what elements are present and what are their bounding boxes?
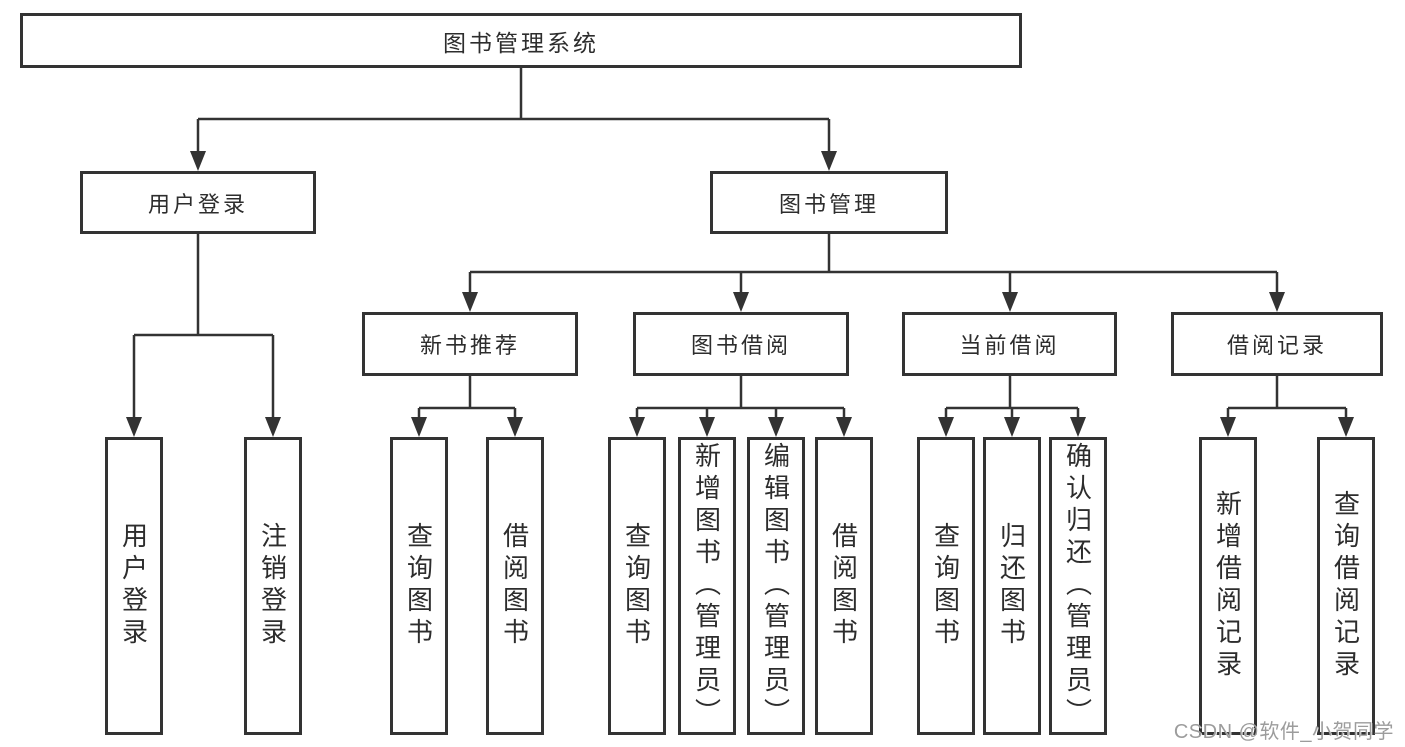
node-library-system: 图书管理系统 xyxy=(20,13,1022,68)
leaf-user-login: 用户登录 xyxy=(105,437,163,735)
leaf-query-books-2: 查询图书 xyxy=(608,437,666,735)
node-current-borrow: 当前借阅 xyxy=(902,312,1117,376)
leaf-add-borrow-record: 新增借阅记录 xyxy=(1199,437,1257,735)
leaf-confirm-return-admin: 确认归还（管理员） xyxy=(1049,437,1107,735)
leaf-add-book-admin: 新增图书（管理员） xyxy=(678,437,736,735)
leaf-return-book: 归还图书 xyxy=(983,437,1041,735)
leaf-query-books-label: 查询图书 xyxy=(403,522,434,650)
node-new-book-recommend: 新书推荐 xyxy=(362,312,578,376)
node-library-system-label: 图书管理系统 xyxy=(443,29,599,56)
leaf-edit-book-admin-label: 编辑图书（管理员） xyxy=(760,442,791,730)
leaf-query-borrow-record-label: 查询借阅记录 xyxy=(1330,490,1361,682)
leaf-query-borrow-record: 查询借阅记录 xyxy=(1317,437,1375,735)
leaf-query-books: 查询图书 xyxy=(390,437,448,735)
leaf-query-books-2-label: 查询图书 xyxy=(621,522,652,650)
arrowheads xyxy=(126,151,1354,437)
leaf-user-login-label: 用户登录 xyxy=(118,522,149,650)
csdn-watermark: CSDN @软件_小贺同学 xyxy=(1173,721,1394,743)
leaf-logout: 注销登录 xyxy=(244,437,302,735)
edge-bookmgmt-to-level3 xyxy=(468,234,1279,294)
leaf-edit-book-admin: 编辑图书（管理员） xyxy=(747,437,805,735)
node-current-borrow-label: 当前借阅 xyxy=(959,333,1060,358)
leaf-borrow-books-label: 借阅图书 xyxy=(499,522,530,650)
node-user-login-label: 用户登录 xyxy=(147,191,248,217)
leaf-add-book-admin-label: 新增图书（管理员） xyxy=(691,442,722,730)
leaf-add-borrow-record-label: 新增借阅记录 xyxy=(1212,490,1243,682)
node-book-management-label: 图书管理 xyxy=(778,191,879,217)
node-borrow-records: 借阅记录 xyxy=(1171,312,1383,376)
leaf-confirm-return-admin-label: 确认归还（管理员） xyxy=(1062,442,1093,730)
node-book-borrow: 图书借阅 xyxy=(633,312,849,376)
leaf-logout-label: 注销登录 xyxy=(257,522,288,650)
edge-newbook-to-leaves xyxy=(417,376,517,420)
leaf-query-books-3-label: 查询图书 xyxy=(930,522,961,650)
node-new-book-recommend-label: 新书推荐 xyxy=(419,333,520,358)
leaf-return-book-label: 归还图书 xyxy=(996,522,1027,650)
node-user-login: 用户登录 xyxy=(80,171,316,234)
node-borrow-records-label: 借阅记录 xyxy=(1226,333,1327,358)
node-book-management: 图书管理 xyxy=(710,171,948,234)
edge-root-to-level2 xyxy=(196,68,831,152)
edge-current-to-leaves xyxy=(944,376,1080,420)
edge-borrow-to-leaves xyxy=(635,376,846,420)
leaf-borrow-books-2-label: 借阅图书 xyxy=(828,522,859,650)
node-book-borrow-label: 图书借阅 xyxy=(690,333,791,358)
edge-userlogin-to-leaves xyxy=(132,234,275,419)
edge-records-to-leaves xyxy=(1226,376,1348,420)
leaf-borrow-books-2: 借阅图书 xyxy=(815,437,873,735)
leaf-borrow-books: 借阅图书 xyxy=(486,437,544,735)
leaf-query-books-3: 查询图书 xyxy=(917,437,975,735)
